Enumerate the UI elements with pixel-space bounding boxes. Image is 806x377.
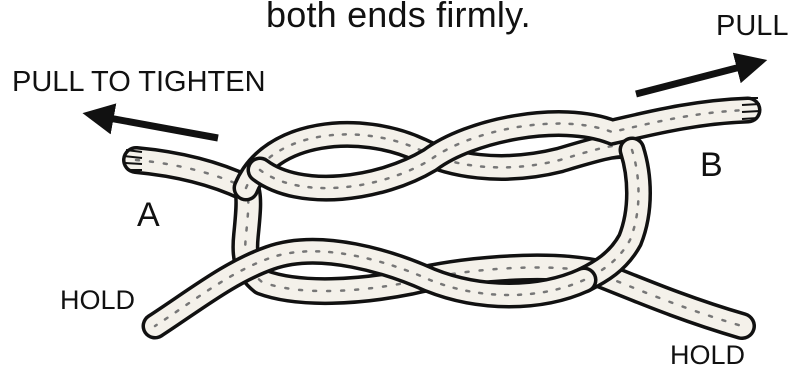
pull-left-arrow-icon [98,116,218,138]
pull-right-arrow-icon [636,64,752,94]
rope-upper-loop-icon [246,110,748,188]
